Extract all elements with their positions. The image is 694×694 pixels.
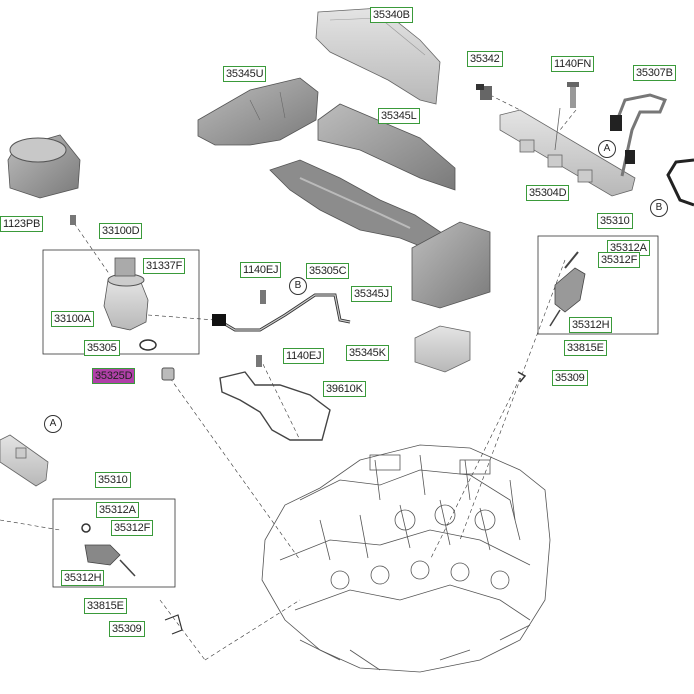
label-33100a[interactable]: 33100A	[51, 311, 94, 327]
injector-right	[549, 251, 586, 327]
cover-side	[411, 221, 491, 309]
label-33815e-left[interactable]: 33815E	[84, 598, 127, 614]
fuel-pump	[103, 257, 149, 331]
label-35340b[interactable]: 35340B	[370, 7, 413, 23]
label-33815e-right[interactable]: 33815E	[564, 340, 607, 356]
fuel-rail-right	[499, 107, 636, 197]
label-33100d[interactable]: 33100D	[99, 223, 143, 239]
label-35312a-left[interactable]: 35312A	[96, 502, 139, 518]
label-35345u[interactable]: 35345U	[223, 66, 267, 82]
label-35312f-right[interactable]: 35312F	[598, 252, 641, 268]
label-35309-right[interactable]: 35309	[552, 370, 588, 386]
callout-b-mid: B	[289, 277, 307, 295]
fuel-pipe	[616, 93, 668, 177]
bracket-small	[414, 325, 471, 373]
label-35325d[interactable]: 35325D	[92, 368, 136, 384]
label-39610k[interactable]: 39610K	[323, 381, 366, 397]
label-1140ej-upper[interactable]: 1140EJ	[240, 262, 282, 278]
label-1140ej-lower[interactable]: 1140EJ	[283, 348, 325, 364]
label-35310-left[interactable]: 35310	[95, 472, 131, 488]
engine-block	[261, 444, 551, 673]
label-35345j[interactable]: 35345J	[351, 286, 392, 302]
sensor-35342	[476, 84, 492, 100]
callout-a-left: A	[44, 415, 62, 433]
hp-fuel-line	[217, 293, 351, 332]
label-35309-left[interactable]: 35309	[109, 621, 145, 637]
label-1123pb[interactable]: 1123PB	[0, 216, 44, 232]
callout-a-right: A	[598, 140, 616, 158]
label-35312h-right[interactable]: 35312H	[569, 317, 613, 333]
cover-lower	[317, 103, 456, 191]
label-35342[interactable]: 35342	[467, 51, 503, 67]
label-35312h-left[interactable]: 35312H	[61, 570, 105, 586]
label-35307b[interactable]: 35307B	[633, 65, 676, 81]
pump-cover	[7, 134, 81, 199]
label-35305c[interactable]: 35305C	[306, 263, 350, 279]
label-1140fn[interactable]: 1140FN	[551, 56, 595, 72]
label-31337f[interactable]: 31337F	[143, 258, 186, 274]
injector-left	[81, 523, 136, 577]
bracket-39610k	[219, 371, 331, 441]
label-35345k[interactable]: 35345K	[346, 345, 389, 361]
label-35304d[interactable]: 35304D	[526, 185, 570, 201]
engine-cover	[315, 7, 441, 105]
label-35345l[interactable]: 35345L	[378, 108, 420, 124]
bolt-1140fn	[567, 82, 579, 108]
label-35312f-left[interactable]: 35312F	[111, 520, 154, 536]
cover-upper	[197, 77, 319, 146]
label-35310-right[interactable]: 35310	[597, 213, 633, 229]
label-35305[interactable]: 35305	[84, 340, 120, 356]
callout-b-right: B	[650, 199, 668, 217]
fuel-rail-left	[0, 434, 49, 487]
